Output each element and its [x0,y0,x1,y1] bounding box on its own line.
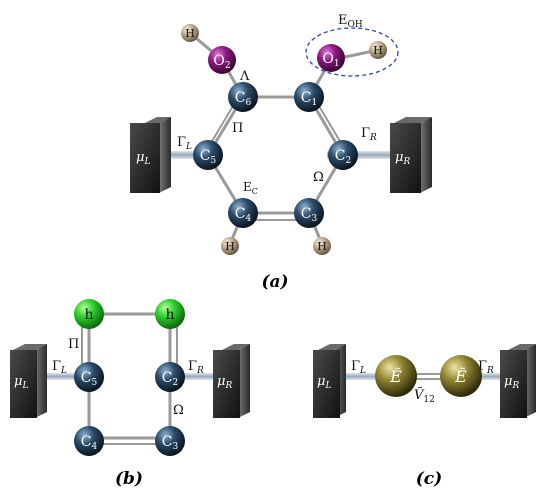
lead-right-b [213,344,250,418]
atom-label-h-c3: H [317,240,327,253]
label-gamma-r-b: ΓR [188,359,204,376]
atom-label-c4: C4 [235,206,252,224]
atom-carbon-c2 [328,140,358,170]
label-e-c: EC [243,180,258,196]
site-label-e-left: Ẽ [389,366,402,386]
atom-label-h-o1: H [373,44,383,57]
atom-label-c2-b: C2 [162,370,178,388]
label-gamma-l-b: ΓL [52,359,67,376]
label-omega-a: Ω [313,170,324,185]
label-gamma-l-a: ΓL [177,135,192,152]
lead-left-a [130,117,171,193]
lead-label-left-a: μL [136,150,150,167]
lead-label-right-b: μR [217,374,232,391]
atom-label-c3-b: C3 [162,434,179,452]
caption-c: (c) [416,469,442,489]
atom-label-o1: O1 [322,51,339,69]
lead-left-c [313,344,346,418]
atom-label-c2: C2 [335,148,351,166]
atom-label-c4-b: C4 [81,434,98,452]
coupling-link-right-c [470,373,510,380]
panel-b: h h C5 C2 C4 C3 Π Ω ΓL ΓR μL μR (b) [10,299,250,489]
site-h-right [155,299,185,329]
label-gamma-r-a: ΓR [361,126,377,143]
atom-label-h-c4: H [225,240,235,253]
lead-label-right-c: μR [504,374,519,391]
panel-c: Ẽ Ẽ Ṽ12 ΓL ΓR μL μR (c) [313,344,536,489]
atom-hydrogen-c3 [313,237,331,255]
coupling-link-left-c [340,373,380,380]
atom-hydrogen-o2 [181,24,199,42]
panel-a: H H H H O2 O1 C6 C1 C5 C2 C4 C3 EOH Λ Π … [130,13,432,292]
site-h-left [74,299,104,329]
site-e-right [440,355,482,397]
atom-carbon-c3-b [155,426,185,456]
lead-label-right-a: μR [395,150,410,167]
lead-right-a [390,117,432,193]
site-label-h-right: h [165,307,174,323]
atom-label-c6: C6 [235,90,252,108]
label-gamma-r-c: ΓR [478,359,494,376]
label-pi-a: Π [232,121,243,136]
site-label-e-right: Ẽ [454,366,467,386]
site-e-left [375,355,417,397]
hydroxyl-group-outline [305,27,399,77]
atom-carbon-c4-b [74,426,104,456]
coupling-link-left-a [163,151,197,159]
atom-oxygen-o2 [208,46,236,74]
lead-left-b [10,344,47,418]
atom-carbon-c4 [228,198,258,228]
caption-a: (a) [261,272,288,292]
atom-hydrogen-o1 [369,41,387,59]
atom-carbon-c2-b [155,362,185,392]
lead-label-left-b: μL [14,374,28,391]
atom-carbon-c5-b [74,362,104,392]
atom-label-o2: O2 [213,53,230,71]
label-e-oh: EOH [338,13,363,30]
atom-carbon-c1 [294,82,324,112]
lead-right-c [500,344,536,418]
caption-b: (b) [115,469,143,489]
bonds-c [415,373,443,380]
label-lambda: Λ [239,69,250,84]
label-gamma-l-c: ΓL [351,359,366,376]
atom-label-c3: C3 [301,206,318,224]
atom-oxygen-o1 [317,44,345,72]
atom-carbon-c6 [228,82,258,112]
lead-label-left-c: μL [317,374,331,391]
site-label-h-left: h [84,307,93,323]
atom-hydrogen-c4 [221,237,239,255]
coupling-link-right-a [327,151,395,159]
atom-carbon-c5 [193,140,223,170]
label-omega-b: Ω [173,403,184,418]
label-v12: Ṽ12 [414,387,435,405]
atom-label-c5-b: C5 [81,370,98,388]
atom-carbon-c3 [294,198,324,228]
atom-label-h-o2: H [185,27,195,40]
coupling-link-right-b [183,373,223,380]
label-pi-b: Π [68,337,79,352]
coupling-link-left-b [45,373,80,380]
atom-label-c5: C5 [200,148,217,166]
atom-label-c1: C1 [301,90,317,108]
